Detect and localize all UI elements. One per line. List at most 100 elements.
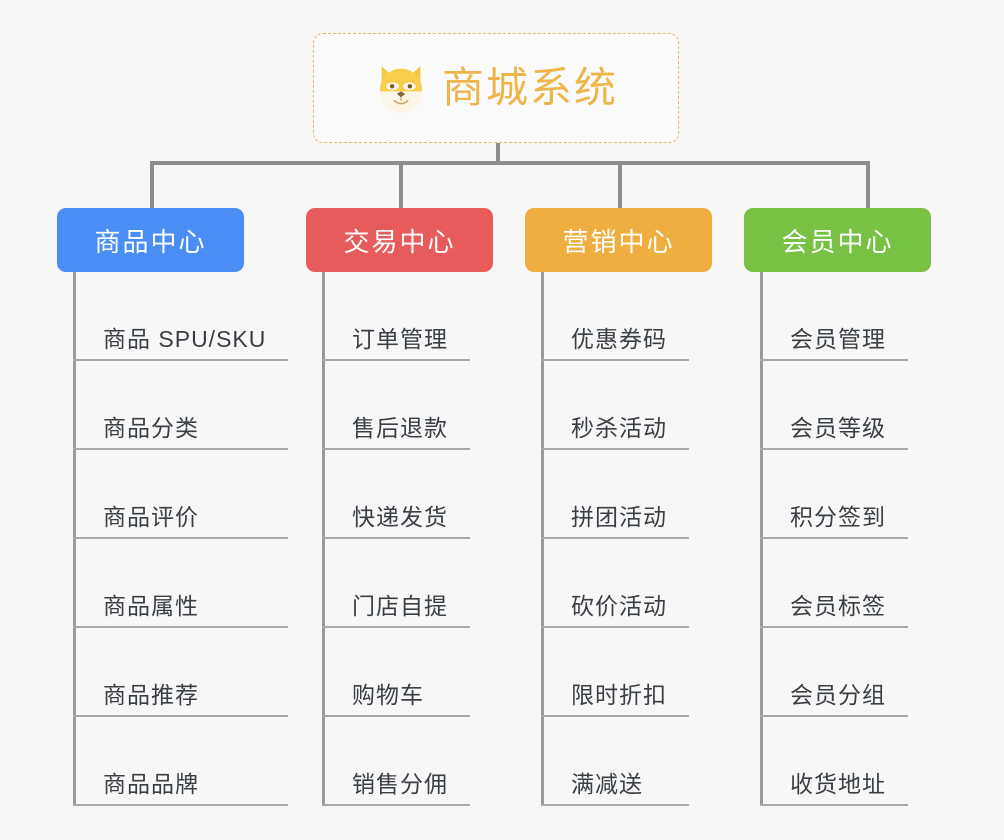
leaf-underline: 商品推荐	[73, 681, 289, 717]
leaf-label: 商品评价	[103, 503, 199, 530]
leaf-underline: 商品属性	[73, 593, 289, 628]
leaf-underline: 优惠券码	[541, 325, 689, 361]
leaf-label: 门店自提	[352, 592, 448, 619]
leaf-item[interactable]: 限时折扣	[541, 628, 689, 717]
leaf-item[interactable]: 订单管理	[322, 272, 470, 361]
category-column: 会员中心会员管理会员等级积分签到会员标签会员分组收货地址	[744, 208, 931, 806]
leaf-underline: 限时折扣	[541, 681, 689, 717]
connector-drop-3	[618, 161, 622, 209]
leaf-item[interactable]: 商品评价	[73, 450, 289, 539]
leaf-label: 满减送	[571, 770, 643, 797]
leaf-label: 会员等级	[790, 414, 886, 441]
leaf-label: 限时折扣	[571, 681, 667, 708]
leaf-item[interactable]: 商品推荐	[73, 628, 289, 717]
leaf-item[interactable]: 快递发货	[322, 450, 470, 539]
leaf-underline: 订单管理	[322, 325, 470, 361]
leaf-label: 商品 SPU/SKU	[103, 325, 267, 352]
leaf-label: 商品推荐	[103, 681, 199, 708]
leaf-underline: 商品 SPU/SKU	[73, 325, 289, 361]
category-column: 商品中心商品 SPU/SKU 商品分类商品评价商品属性商品推荐商品品牌	[57, 208, 289, 806]
leaf-underline: 商品分类	[73, 414, 289, 450]
leaf-underline: 销售分佣	[322, 770, 470, 806]
leaf-item[interactable]: 优惠券码	[541, 272, 689, 361]
leaf-item[interactable]: 拼团活动	[541, 450, 689, 539]
leaf-label: 销售分佣	[352, 770, 448, 797]
connector-root-stem	[496, 143, 500, 163]
leaf-label: 商品分类	[103, 414, 199, 441]
category-header[interactable]: 营销中心	[525, 208, 712, 272]
leaf-label: 订单管理	[352, 325, 448, 352]
leaf-item[interactable]: 销售分佣	[322, 717, 470, 806]
leaf-item[interactable]: 会员分组	[760, 628, 908, 717]
category-header-label: 会员中心	[781, 226, 894, 257]
leaf-item[interactable]: 商品品牌	[73, 717, 289, 806]
leaf-underline: 收货地址	[760, 770, 908, 806]
connector-drop-2	[399, 161, 403, 209]
leaf-underline: 拼团活动	[541, 503, 689, 539]
leaf-item[interactable]: 购物车	[322, 628, 470, 717]
leaf-item[interactable]: 商品属性	[73, 539, 289, 628]
leaf-item[interactable]: 秒杀活动	[541, 361, 689, 450]
category-header[interactable]: 会员中心	[744, 208, 931, 272]
leaf-label: 积分签到	[790, 503, 886, 530]
leaf-label: 收货地址	[790, 770, 886, 797]
leaf-label: 快递发货	[352, 503, 448, 530]
leaf-label: 秒杀活动	[571, 414, 667, 441]
leaf-underline: 会员管理	[760, 325, 908, 361]
leaf-underline: 秒杀活动	[541, 414, 689, 450]
leaf-underline: 商品评价	[73, 503, 289, 539]
column-trunk-line	[322, 272, 325, 806]
leaf-underline: 砍价活动	[541, 592, 689, 628]
shiba-dog-emoji	[374, 61, 428, 115]
leaf-item[interactable]: 会员等级	[760, 361, 908, 450]
leaf-label: 售后退款	[352, 414, 448, 441]
category-header[interactable]: 交易中心	[306, 208, 493, 272]
leaf-item[interactable]: 门店自提	[322, 539, 470, 628]
leaf-label: 优惠券码	[571, 325, 667, 352]
leaf-item[interactable]: 积分签到	[760, 450, 908, 539]
leaf-underline: 会员分组	[760, 681, 908, 717]
leaf-item[interactable]: 会员管理	[760, 272, 908, 361]
leaf-underline: 满减送	[541, 770, 689, 806]
column-trunk-line	[541, 272, 544, 806]
root-title: 商城系统	[441, 64, 618, 111]
column-trunk-line	[760, 272, 763, 806]
leaf-item[interactable]: 会员标签	[760, 539, 908, 628]
leaf-label: 购物车	[352, 681, 424, 708]
leaf-list: 会员管理会员等级积分签到会员标签会员分组收货地址	[760, 272, 908, 806]
leaf-label: 会员标签	[790, 592, 886, 619]
leaf-underline: 快递发货	[322, 503, 470, 539]
leaf-item[interactable]: 满减送	[541, 717, 689, 806]
leaf-list: 优惠券码秒杀活动拼团活动砍价活动限时折扣满减送	[541, 272, 689, 806]
connector-drop-1	[150, 161, 154, 209]
category-header[interactable]: 商品中心	[57, 208, 244, 272]
leaf-item[interactable]: 收货地址	[760, 717, 908, 806]
leaf-item[interactable]: 商品 SPU/SKU	[73, 272, 289, 361]
leaf-item[interactable]: 售后退款	[322, 361, 470, 450]
leaf-label: 商品品牌	[103, 770, 199, 797]
connector-bus	[150, 161, 870, 165]
column-trunk-line	[73, 272, 76, 806]
leaf-underline: 积分签到	[760, 503, 908, 539]
leaf-label: 砍价活动	[571, 592, 667, 619]
category-header-label: 交易中心	[343, 226, 456, 257]
leaf-underline: 购物车	[322, 681, 470, 717]
leaf-underline: 商品品牌	[73, 770, 289, 806]
leaf-item[interactable]: 砍价活动	[541, 539, 689, 628]
leaf-list: 订单管理售后退款快递发货门店自提购物车销售分佣	[322, 272, 470, 806]
leaf-list: 商品 SPU/SKU 商品分类商品评价商品属性商品推荐商品品牌	[73, 272, 289, 806]
leaf-label: 拼团活动	[571, 503, 667, 530]
category-header-label: 营销中心	[562, 226, 675, 257]
category-column: 交易中心订单管理售后退款快递发货门店自提购物车销售分佣	[306, 208, 493, 806]
leaf-label: 会员管理	[790, 325, 886, 352]
leaf-underline: 售后退款	[322, 414, 470, 450]
category-column: 营销中心优惠券码秒杀活动拼团活动砍价活动限时折扣满减送	[525, 208, 712, 806]
leaf-underline: 会员等级	[760, 414, 908, 450]
leaf-label: 会员分组	[790, 681, 886, 708]
leaf-underline: 会员标签	[760, 592, 908, 628]
connector-drop-4	[866, 161, 870, 209]
leaf-underline: 门店自提	[322, 592, 470, 628]
root-node[interactable]: 商城系统	[313, 33, 679, 143]
leaf-item[interactable]: 商品分类	[73, 361, 289, 450]
category-header-label: 商品中心	[94, 226, 207, 257]
